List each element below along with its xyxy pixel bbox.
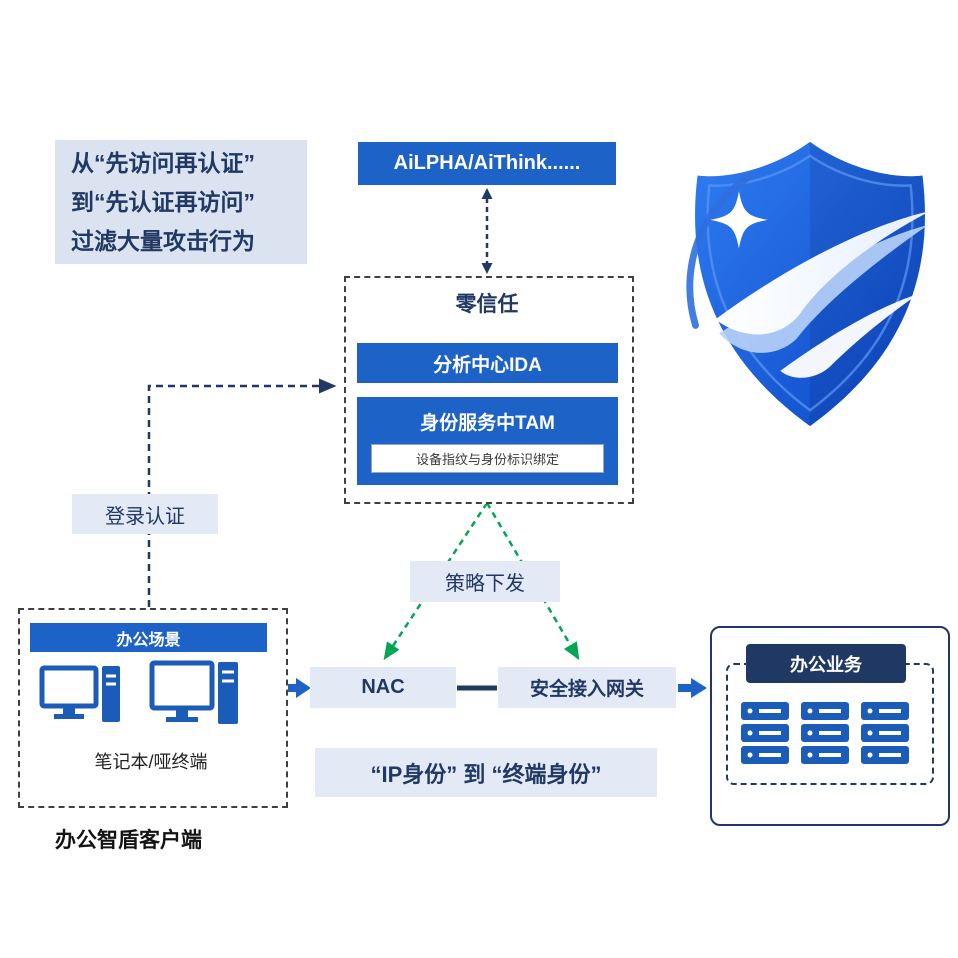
analysis-center-box: 分析中心IDA xyxy=(357,343,618,383)
policy-dispatch-box: 策略下发 xyxy=(410,561,560,602)
office-business-header: 办公业务 xyxy=(746,644,906,683)
identity-service-label: 身份服务中TAM xyxy=(420,413,555,434)
server-icon xyxy=(801,702,849,764)
nac-box: NAC xyxy=(310,667,456,708)
terminal-label: 笔记本/哑终端 xyxy=(94,752,208,772)
arrow-gateway-to-business xyxy=(678,678,707,698)
device-binding-box: 设备指纹与身份标识绑定 xyxy=(371,444,604,473)
client-label: 办公智盾客户端 xyxy=(55,829,202,852)
server-icon xyxy=(741,702,789,764)
shield-logo-icon xyxy=(686,141,931,427)
ailpha-box: AiLPHA/AiThink...... xyxy=(358,142,616,185)
callout-line-2: 到“先认证再访问” xyxy=(71,188,255,215)
arrow-ailpha-zerotrust xyxy=(481,188,493,274)
ip-identity-box: “IP身份” 到 “终端身份” xyxy=(315,748,657,797)
callout-box: 从“先访问再认证” 到“先认证再访问” 过滤大量攻击行为 xyxy=(55,140,307,264)
arrow-office-to-nac xyxy=(285,678,311,698)
callout-line-3: 过滤大量攻击行为 xyxy=(71,227,255,254)
office-scene-header: 办公场景 xyxy=(30,623,267,652)
desktop-terminals-icon xyxy=(39,660,238,724)
server-icon xyxy=(861,702,909,764)
login-auth-box: 登录认证 xyxy=(72,494,218,534)
callout-line-1: 从“先访问再认证” xyxy=(71,149,255,176)
zero-trust-title: 零信任 xyxy=(455,293,519,316)
gateway-box: 安全接入网关 xyxy=(498,667,676,708)
identity-service-box: 身份服务中TAM 设备指纹与身份标识绑定 xyxy=(357,397,618,485)
